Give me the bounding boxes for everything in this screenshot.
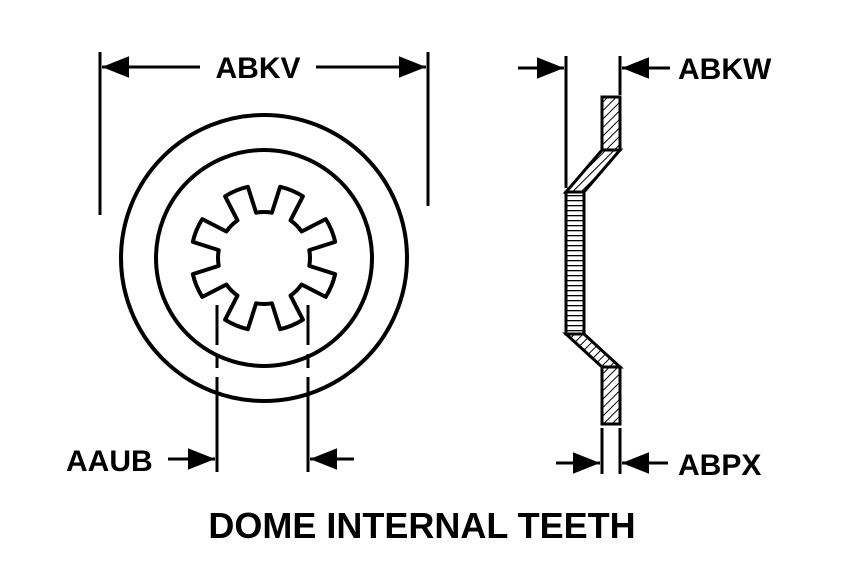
- bottom-flange: [600, 365, 622, 426]
- side-view: ABKW ABPX: [518, 53, 772, 482]
- upper-shoulder: [562, 148, 624, 194]
- front-view: ABKV AAUB: [66, 52, 430, 478]
- aaub-label: AAUB: [66, 445, 153, 478]
- abkw-label: ABKW: [678, 53, 772, 86]
- abkv-label: ABKV: [215, 52, 300, 85]
- internal-teeth-outline: [190, 184, 338, 332]
- dome-wall: [564, 190, 586, 336]
- abpx-label: ABPX: [678, 449, 761, 482]
- inner-ring: [154, 148, 374, 368]
- top-flange: [600, 95, 622, 152]
- lower-shoulder: [562, 332, 624, 369]
- outer-ring: [119, 113, 409, 403]
- diagram-caption: DOME INTERNAL TEETH: [208, 505, 635, 546]
